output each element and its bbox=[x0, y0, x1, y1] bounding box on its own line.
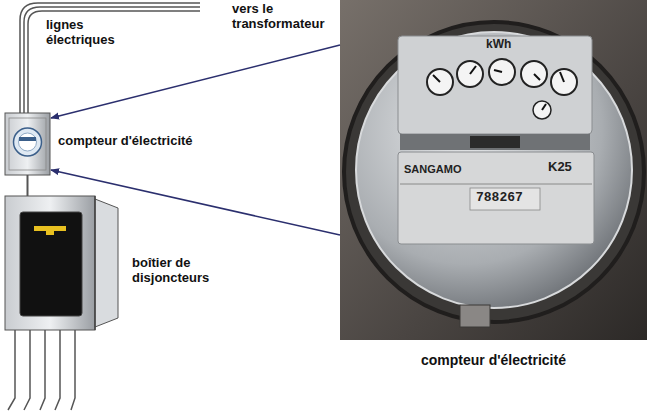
meter-photo-part bbox=[457, 61, 483, 87]
meter-photo-part bbox=[542, 104, 546, 110]
meter-photo bbox=[340, 0, 647, 340]
meter-unit: kWh bbox=[486, 38, 526, 52]
breaker-box-drawing-part bbox=[46, 231, 54, 235]
meter-photo-part bbox=[340, 0, 647, 340]
meter-box-drawing-part bbox=[9, 118, 46, 170]
power-lines-part bbox=[24, 7, 200, 113]
meter-photo-part bbox=[470, 136, 520, 148]
meter-photo-part bbox=[400, 184, 592, 185]
outgoing-wires-part bbox=[24, 330, 30, 410]
breaker-box-drawing-part bbox=[20, 212, 82, 316]
meter-photo-part bbox=[460, 305, 490, 327]
meter-serial: 788267 bbox=[476, 191, 536, 206]
meter-box-drawing-part bbox=[14, 128, 42, 156]
meter-photo-part bbox=[533, 101, 551, 119]
meter-photo-part bbox=[534, 74, 540, 80]
node-label: compteur d'électricité bbox=[58, 134, 228, 149]
meter-photo-part bbox=[489, 59, 515, 85]
power-lines-part bbox=[20, 3, 200, 113]
outgoing-wires-part bbox=[8, 330, 15, 410]
pointer-arrow bbox=[51, 170, 340, 235]
meter-photo-part bbox=[433, 66, 564, 110]
meter-photo-part bbox=[400, 134, 590, 150]
outgoing-wires-part bbox=[55, 330, 60, 410]
meter-photo-part bbox=[470, 66, 476, 74]
wire-label: vers le transformateur bbox=[232, 2, 338, 32]
meter-model: K25 bbox=[548, 160, 588, 175]
meter-photo-part bbox=[433, 75, 440, 82]
meter-box-drawing bbox=[5, 113, 50, 175]
meter-photo-part bbox=[470, 188, 540, 210]
node-label: compteur d'électricité bbox=[340, 352, 647, 368]
outgoing-wires-part bbox=[40, 330, 45, 410]
breaker-box-drawing-part bbox=[34, 226, 66, 231]
outgoing-wires-part bbox=[71, 330, 75, 410]
meter-box-drawing-part bbox=[19, 133, 37, 151]
meter-photo-part bbox=[560, 72, 564, 82]
meter-photo-part bbox=[551, 69, 577, 95]
meter-photo-part bbox=[494, 70, 502, 72]
meter-brand: SANGAMO bbox=[404, 163, 474, 176]
meter-box-drawing-part bbox=[19, 137, 36, 141]
power-lines-part bbox=[28, 11, 200, 113]
meter-photo-part bbox=[398, 36, 592, 134]
breaker-box: boîtier de disjoncteurs bbox=[5, 196, 118, 330]
breaker-box-drawing-part bbox=[95, 199, 118, 327]
breaker-box-drawing bbox=[5, 196, 118, 330]
meter-photo-part bbox=[521, 61, 547, 87]
power-lines bbox=[20, 3, 200, 113]
meter-photo-part bbox=[398, 152, 594, 244]
meter-photo-part bbox=[344, 22, 644, 322]
breaker-box-drawing-part bbox=[5, 196, 95, 330]
meter-photo-part bbox=[427, 69, 453, 95]
meter-box: compteur d'électricité bbox=[5, 113, 50, 175]
meter-box-drawing-part bbox=[5, 113, 50, 175]
meter-photo-part bbox=[356, 32, 632, 308]
wire-label: lignes électriques bbox=[46, 18, 131, 48]
pointer-arrow bbox=[51, 45, 340, 118]
breaker-box-drawing-part bbox=[94, 196, 96, 330]
node-label: boîtier de disjoncteurs bbox=[132, 256, 232, 286]
wire bbox=[27, 175, 29, 196]
outgoing-wires bbox=[8, 330, 75, 410]
